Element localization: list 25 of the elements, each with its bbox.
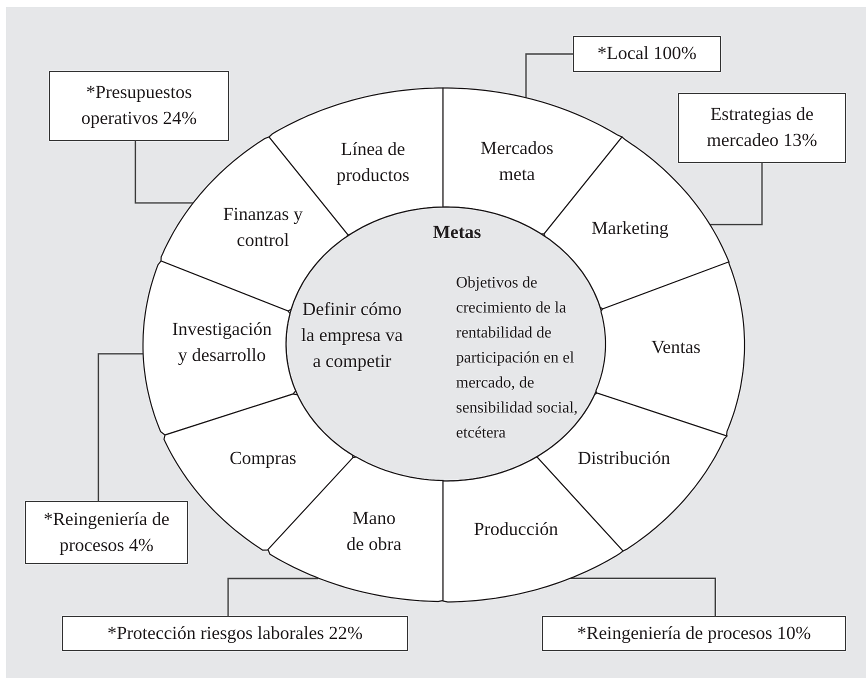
heading: Metas (432, 222, 482, 245)
leader-line (525, 53, 573, 98)
leader-line (710, 163, 763, 226)
callout-box: *Local 100% (573, 36, 721, 72)
sector-label: Marketing (590, 218, 670, 241)
body-text: Definir cómo la empresa va a competir (300, 299, 404, 374)
sector-label: Mano de obra (346, 508, 402, 557)
body-text: Objetivos de crecimiento de la rentabilidad de participación en el mercado, de sensibilidad social, etcétera (456, 274, 579, 444)
callout-box: *Presupuestos operativos 24% (49, 71, 229, 141)
sector-label: Línea de productos (336, 139, 410, 188)
leader-line (134, 141, 194, 204)
leader-line (227, 578, 318, 616)
sector-label: Producción (472, 519, 560, 542)
callout-box: *Protección riesgos laborales 22% (62, 616, 408, 651)
sector-label: Investigación y desarrollo (171, 319, 273, 368)
leader-line (570, 578, 716, 616)
callout-box: Estrategias de mercadeo 13% (678, 93, 846, 163)
sector-label: Finanzas y control (222, 204, 304, 253)
callout-box: *Reingeniería de procesos 4% (25, 501, 188, 564)
callout-box: *Reingeniería de procesos 10% (542, 616, 846, 651)
sector-label: Distribución (576, 448, 672, 471)
leader-line (98, 353, 144, 501)
sector-label: Ventas (650, 337, 702, 360)
sector-label: Mercados meta (480, 138, 554, 187)
sector-label: Compras (228, 448, 298, 471)
